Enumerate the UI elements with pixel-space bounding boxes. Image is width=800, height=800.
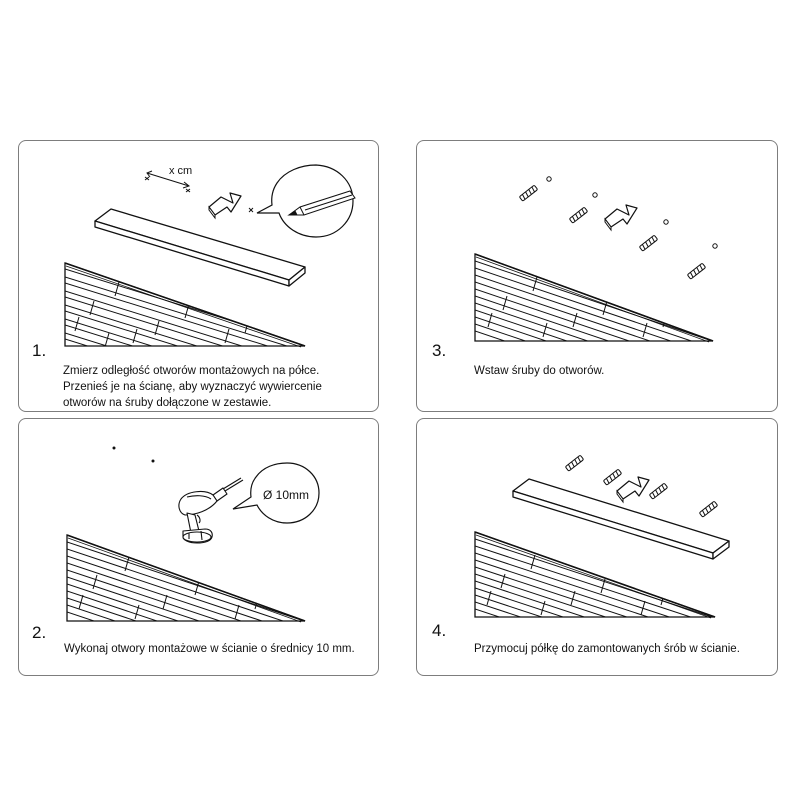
zoom-bubble-pencil — [256, 164, 356, 238]
step-number: 1. — [32, 341, 47, 360]
pencil-icon — [287, 190, 356, 216]
measure-label: x cm — [169, 165, 192, 177]
caption-line: Wstaw śruby do otworów. — [474, 365, 605, 377]
step-caption: Zmierz odległość otworów montażowych na … — [63, 363, 322, 411]
screw-icon — [519, 185, 538, 202]
wooden-wall-panel — [64, 262, 306, 348]
wooden-wall-panel — [66, 534, 306, 623]
drill-diameter-label: Ø 10mm — [263, 488, 309, 502]
step-3-panel: 3. Wstaw śruby do otworów. — [416, 140, 778, 412]
shelf-board — [94, 208, 306, 287]
step-4-panel: 4. Przymocuj półkę do zamontowanych śrób… — [416, 418, 778, 676]
step-2-illustration: Ø 10mm — [66, 446, 320, 623]
zoom-bubble-drill-size — [232, 462, 320, 524]
caption-line: otworów na śruby dołączone w zestawie. — [63, 397, 272, 409]
caption-line: Wykonaj otwory montażowe w ścianie o śre… — [64, 643, 355, 655]
direction-arrow-icon — [604, 204, 638, 232]
wall-hole — [546, 176, 718, 249]
step-3-illustration — [474, 176, 718, 343]
step-caption: Wykonaj otwory montażowe w ścianie o śre… — [64, 641, 355, 657]
step-number: 2. — [32, 623, 47, 642]
drill-icon — [178, 477, 244, 544]
step-2-panel: Ø 10mm 2. Wykonaj otwory montażowe w ści… — [18, 418, 379, 676]
direction-arrow-icon — [208, 192, 242, 220]
screw-icon — [639, 235, 658, 252]
caption-line: Przymocuj półkę do zamontowanych śrób w … — [474, 643, 740, 655]
shelf-board — [512, 478, 730, 560]
step-number: 4. — [432, 621, 447, 640]
screw-icon — [649, 483, 668, 500]
step-caption: Wstaw śruby do otworów. — [474, 363, 604, 379]
wooden-wall-panel — [474, 531, 716, 619]
screw-icon — [603, 469, 622, 486]
screw-icon — [687, 263, 706, 280]
step-1-illustration: x cm — [64, 164, 356, 348]
screw-icon — [569, 207, 588, 224]
screw-icon — [699, 501, 718, 518]
wall-hole — [112, 446, 155, 463]
mark-x-icon — [248, 207, 254, 213]
caption-line: Przenieś je na ścianę, aby wyznaczyć wyw… — [63, 381, 322, 393]
wooden-wall-panel — [474, 253, 714, 343]
measure-dimension — [144, 170, 191, 193]
direction-arrow-icon — [616, 476, 650, 504]
step-number: 3. — [432, 341, 447, 360]
screw-icon — [565, 455, 584, 472]
caption-line: Zmierz odległość otworów montażowych na … — [63, 365, 320, 377]
step-1-panel: x cm 1. Zmierz odległość otworów montażo… — [18, 140, 379, 412]
step-4-illustration — [474, 455, 730, 619]
step-caption: Przymocuj półkę do zamontowanych śrób w … — [474, 641, 740, 657]
